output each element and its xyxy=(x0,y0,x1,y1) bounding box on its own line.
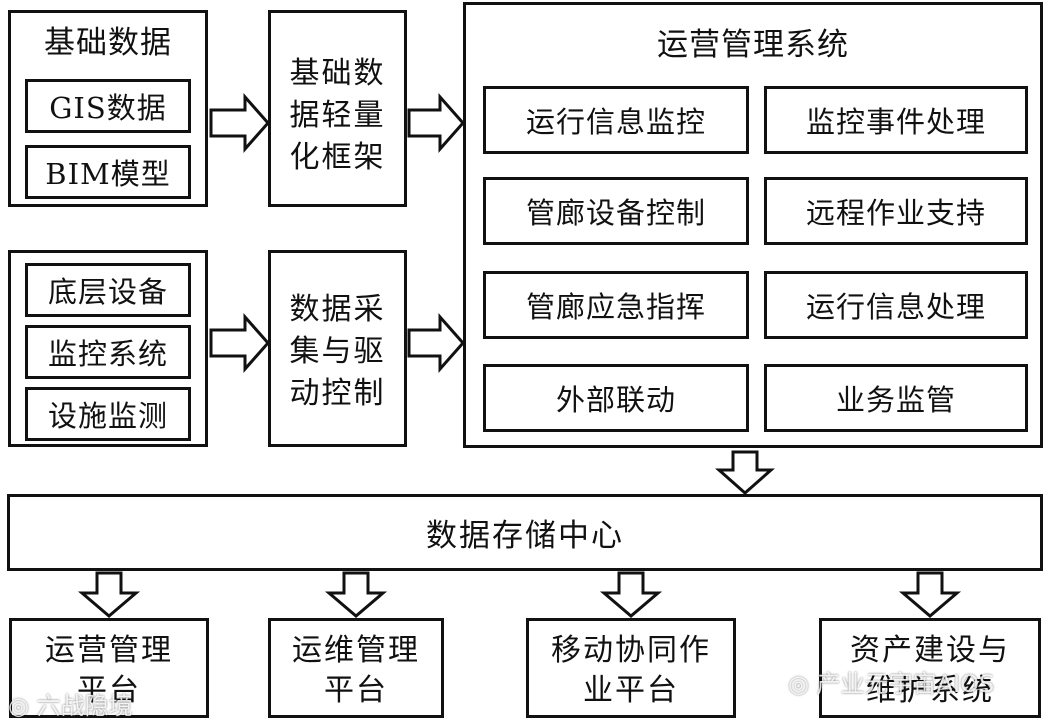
lightweight-framework-box: 基础数 据轻量 化框架 xyxy=(268,10,407,207)
arrow-devices-to-acquisition xyxy=(209,313,271,373)
arrow-basic-to-framework xyxy=(209,93,271,153)
module-external-linkage: 外部联动 xyxy=(483,364,749,432)
arrow-storage-to-platform-4 xyxy=(898,571,962,618)
arrow-storage-to-platform-1 xyxy=(77,571,141,618)
module-operation-info-monitoring: 运行信息监控 xyxy=(483,86,749,154)
platform-mobile-collaboration: 移动协同作 业平台 xyxy=(526,618,736,718)
module-monitoring-event-handling: 监控事件处理 xyxy=(764,86,1028,154)
framework-line-1: 基础数 xyxy=(289,56,386,91)
platform-maintenance-management-label: 运维管理 平台 xyxy=(292,633,420,708)
gis-data-box: GIS数据 xyxy=(25,79,191,133)
platform-operation-management: 运营管理 平台 xyxy=(9,618,209,718)
framework-line-3: 化框架 xyxy=(289,140,386,175)
wechat-icon-right: ◎ xyxy=(788,670,809,698)
module-gallery-emergency-command: 管廊应急指挥 xyxy=(483,271,749,339)
data-storage-center: 数据存储中心 xyxy=(7,494,1043,571)
platform-mobile-collaboration-label: 移动协同作 业平台 xyxy=(551,633,711,708)
acquisition-line-2: 集与驱 xyxy=(289,334,386,369)
basic-data-group: 基础数据 GIS数据 BIM模型 xyxy=(8,10,208,207)
arrow-system-to-storage xyxy=(715,450,775,496)
arrow-acquisition-to-system xyxy=(407,313,466,373)
module-remote-operation-support: 远程作业支持 xyxy=(764,177,1028,245)
facility-monitoring-box: 设施监测 xyxy=(25,387,191,441)
framework-line-2: 据轻量 xyxy=(289,98,386,133)
watermark-left: ◎ 六战隐境 xyxy=(8,686,133,721)
operation-system-group: 运营管理系统 运行信息监控 监控事件处理 管廊设备控制 远程作业支持 管廊应急指… xyxy=(463,2,1043,448)
platform-maintenance-management: 运维管理 平台 xyxy=(268,618,444,718)
module-business-supervision: 业务监管 xyxy=(764,364,1028,432)
platform-operation-management-label: 运营管理 平台 xyxy=(45,633,173,708)
acquisition-line-1: 数据采 xyxy=(289,292,386,327)
monitoring-system-box: 监控系统 xyxy=(25,325,191,379)
data-storage-title: 数据存储中心 xyxy=(426,518,624,554)
device-group: 底层设备 监控系统 设施监测 xyxy=(8,250,208,447)
arrow-framework-to-system xyxy=(407,93,466,153)
arrow-storage-to-platform-2 xyxy=(324,571,388,618)
acquisition-line-3: 动控制 xyxy=(289,376,386,411)
platform-asset-construction-label: 资产建设与 维护系统 xyxy=(850,633,1010,708)
bim-model-box: BIM模型 xyxy=(25,145,191,199)
bottom-device-box: 底层设备 xyxy=(25,263,191,317)
acquisition-control-box: 数据采 集与驱 动控制 xyxy=(268,250,407,447)
module-gallery-device-control: 管廊设备控制 xyxy=(483,177,749,245)
watermark-right: ◎ 产业元宇宙AIOS xyxy=(788,664,994,699)
watermark-right-text: 产业元宇宙AIOS xyxy=(816,670,995,698)
watermark-left-text: 六战隐境 xyxy=(36,692,133,720)
wechat-icon: ◎ xyxy=(8,692,29,720)
arrow-storage-to-platform-3 xyxy=(599,571,663,618)
platform-asset-construction: 资产建设与 维护系统 xyxy=(819,618,1041,718)
module-operation-info-processing: 运行信息处理 xyxy=(764,271,1028,339)
operation-system-title: 运营管理系统 xyxy=(657,27,849,63)
basic-data-title: 基础数据 xyxy=(44,25,172,61)
